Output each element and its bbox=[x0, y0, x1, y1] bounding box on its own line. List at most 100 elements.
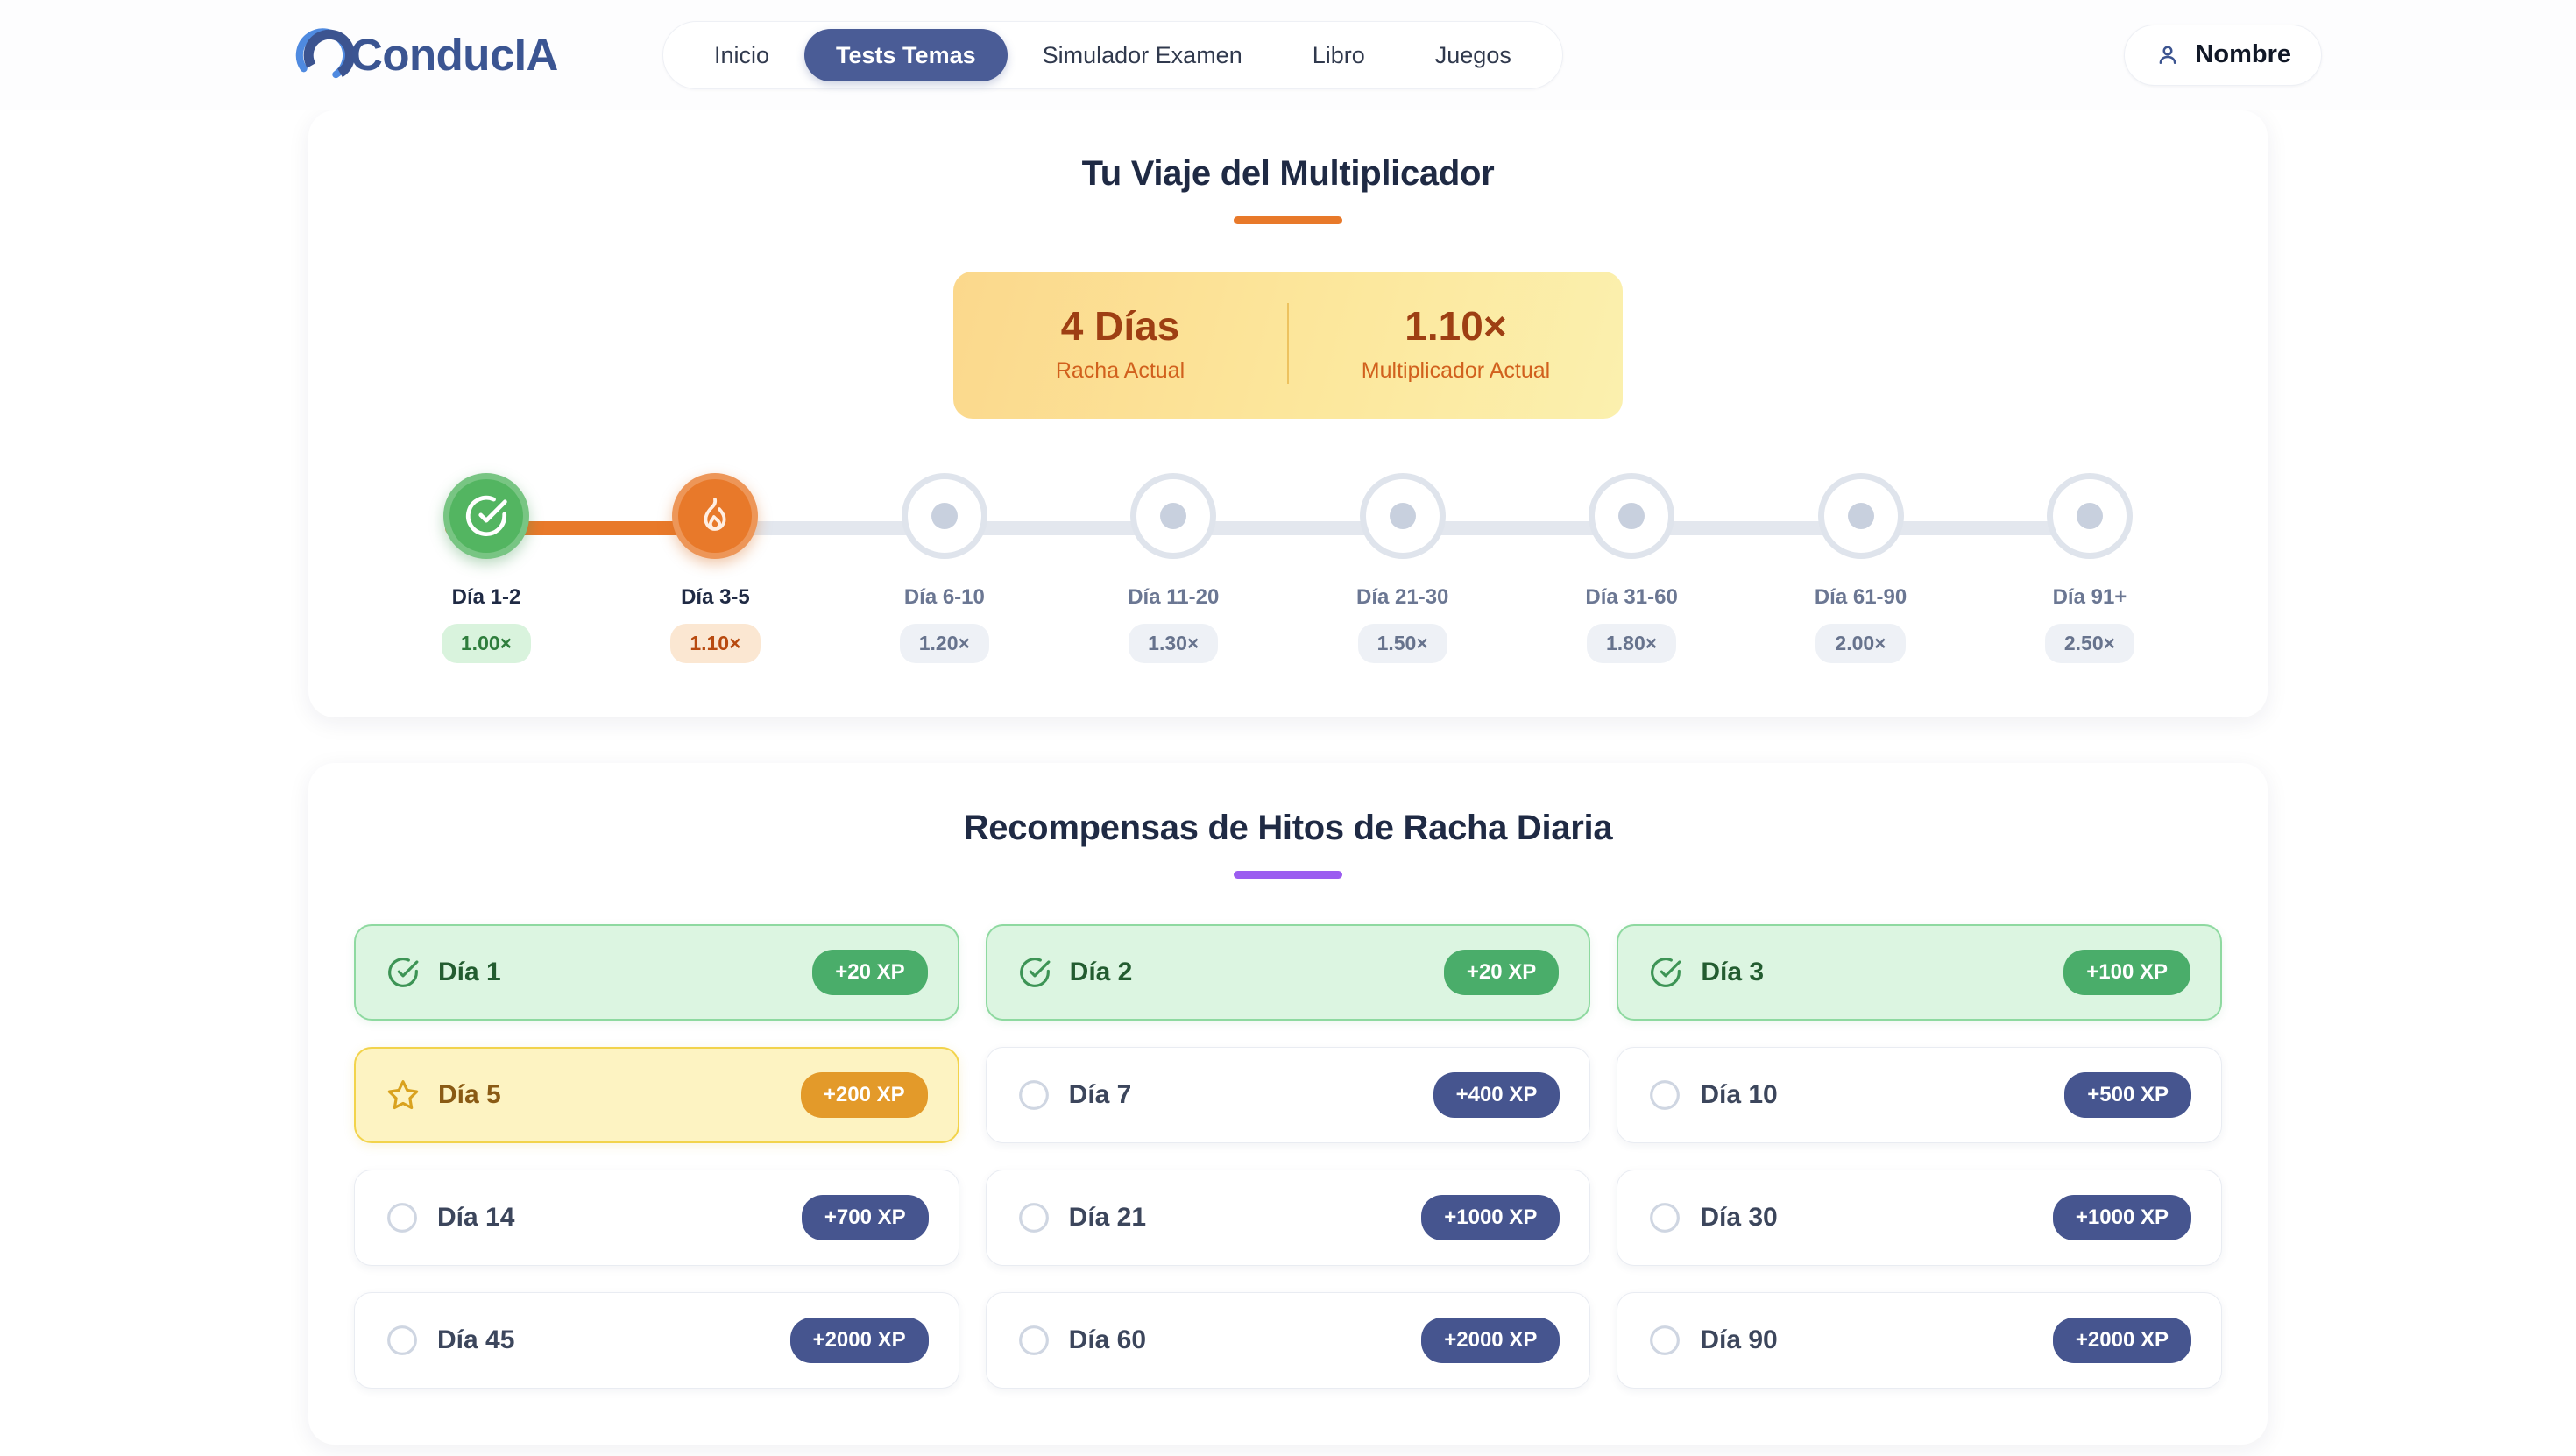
timeline-node-label: Día 31-60 bbox=[1585, 584, 1678, 609]
nav-item-tests-temas[interactable]: Tests Temas bbox=[804, 28, 1008, 81]
reward-xp-badge: +2000 XP bbox=[2052, 1317, 2191, 1363]
timeline-node-badge: 2.50× bbox=[2044, 623, 2135, 663]
conducia-c-logo-icon bbox=[295, 27, 354, 82]
check-circle-icon bbox=[388, 957, 419, 987]
timeline-node-circle bbox=[1359, 472, 1446, 559]
timeline-node-label: Día 21-30 bbox=[1355, 584, 1449, 609]
reward-item-dia-21[interactable]: Día 21 +1000 XP bbox=[985, 1169, 1591, 1266]
main-nav: Inicio Tests Temas Simulador Examen Libr… bbox=[662, 20, 1563, 89]
reward-label: Día 7 bbox=[1068, 1079, 1132, 1109]
reward-label: Día 45 bbox=[437, 1325, 515, 1354]
check-circle-icon bbox=[465, 495, 507, 536]
reward-item-dia-14[interactable]: Día 14 +700 XP bbox=[354, 1169, 959, 1266]
reward-label: Día 30 bbox=[1700, 1202, 1778, 1232]
timeline-node-badge: 1.80× bbox=[1587, 623, 1677, 663]
nav-item-juegos[interactable]: Juegos bbox=[1434, 41, 1511, 68]
timeline-node-circle bbox=[1817, 472, 1904, 559]
circle-icon bbox=[1018, 1079, 1049, 1110]
reward-xp-badge: +2000 XP bbox=[1421, 1317, 1560, 1363]
reward-xp-badge: +500 XP bbox=[2064, 1071, 2191, 1118]
dot-icon bbox=[1389, 502, 1416, 529]
reward-xp-badge: +200 XP bbox=[800, 1071, 928, 1118]
current-multiplier-label: Multiplicador Actual bbox=[1361, 357, 1551, 383]
timeline-node-label: Día 91+ bbox=[2052, 584, 2127, 609]
rewards-title-underline bbox=[1234, 870, 1342, 879]
reward-item-dia-5[interactable]: Día 5 +200 XP bbox=[354, 1046, 959, 1143]
timeline-node-6[interactable]: Día 31-60 1.80× bbox=[1550, 472, 1713, 663]
reward-item-dia-2[interactable]: Día 2 +20 XP bbox=[985, 923, 1591, 1021]
journey-title-underline bbox=[1234, 216, 1342, 224]
reward-xp-badge: +2000 XP bbox=[789, 1317, 929, 1363]
reward-label: Día 5 bbox=[438, 1079, 501, 1109]
timeline-node-2[interactable]: Día 3-5 1.10× bbox=[633, 472, 796, 663]
timeline-node-7[interactable]: Día 61-90 2.00× bbox=[1780, 472, 1943, 663]
reward-item-dia-1[interactable]: Día 1 +20 XP bbox=[354, 923, 959, 1021]
timeline-node-1[interactable]: Día 1-2 1.00× bbox=[405, 472, 568, 663]
timeline-node-label: Día 1-2 bbox=[451, 584, 521, 609]
timeline-node-badge: 1.10× bbox=[670, 623, 761, 663]
nav-item-simulador-examen[interactable]: Simulador Examen bbox=[1042, 41, 1242, 68]
reward-item-dia-3[interactable]: Día 3 +100 XP bbox=[1617, 923, 2222, 1021]
reward-xp-badge: +400 XP bbox=[1433, 1071, 1560, 1118]
flame-icon bbox=[704, 497, 726, 531]
rewards-grid: Día 1 +20 XP Día 2 +20 XP Día 3 +100 XP bbox=[354, 923, 2222, 1389]
reward-item-dia-45[interactable]: Día 45 +2000 XP bbox=[354, 1291, 959, 1389]
reward-xp-badge: +20 XP bbox=[812, 949, 928, 995]
current-streak-value: 4 Días bbox=[1060, 303, 1180, 349]
dot-icon bbox=[1160, 502, 1187, 529]
user-menu-button[interactable]: Nombre bbox=[2124, 24, 2322, 86]
journey-title: Tu Viaje del Multiplicador bbox=[1081, 154, 1495, 193]
reward-xp-badge: +100 XP bbox=[2063, 949, 2190, 995]
brand-logo[interactable]: ConducIA bbox=[289, 23, 558, 88]
circle-icon bbox=[387, 1325, 417, 1355]
user-icon bbox=[2160, 45, 2176, 64]
streak-rewards-card: Recompensas de Hitos de Racha Diaria Día… bbox=[308, 762, 2268, 1445]
timeline-node-5[interactable]: Día 21-30 1.50× bbox=[1321, 472, 1484, 663]
reward-label: Día 1 bbox=[438, 957, 501, 986]
circle-icon bbox=[1650, 1202, 1681, 1233]
reward-item-dia-7[interactable]: Día 7 +400 XP bbox=[985, 1046, 1591, 1143]
multiplier-timeline: Día 1-2 1.00× Día 3-5 1.10× D bbox=[405, 472, 2171, 663]
timeline-node-circle bbox=[1130, 472, 1217, 559]
star-icon bbox=[387, 1079, 419, 1109]
timeline-node-badge: 1.00× bbox=[441, 623, 532, 663]
timeline-track bbox=[445, 520, 2131, 535]
top-navigation-bar: ConducIA Inicio Tests Temas Simulador Ex… bbox=[0, 0, 2576, 110]
reward-item-dia-60[interactable]: Día 60 +2000 XP bbox=[985, 1291, 1591, 1389]
timeline-node-circle bbox=[443, 472, 529, 559]
current-multiplier-stat: 1.10× Multiplicador Actual bbox=[1287, 303, 1623, 384]
multiplier-journey-card: Tu Viaje del Multiplicador 4 Días Racha … bbox=[308, 110, 2268, 717]
circle-icon bbox=[1018, 1325, 1049, 1355]
reward-label: Día 10 bbox=[1700, 1079, 1778, 1109]
reward-item-dia-30[interactable]: Día 30 +1000 XP bbox=[1617, 1169, 2222, 1266]
current-streak-stat: 4 Días Racha Actual bbox=[953, 303, 1287, 384]
reward-label: Día 90 bbox=[1700, 1325, 1778, 1354]
dot-icon bbox=[2076, 502, 2103, 529]
timeline-node-3[interactable]: Día 6-10 1.20× bbox=[863, 472, 1026, 663]
dot-icon bbox=[931, 502, 958, 529]
current-streak-label: Racha Actual bbox=[1055, 357, 1185, 383]
reward-item-dia-90[interactable]: Día 90 +2000 XP bbox=[1617, 1291, 2222, 1389]
reward-label: Día 21 bbox=[1068, 1202, 1147, 1232]
timeline-node-label: Día 61-90 bbox=[1814, 584, 1907, 609]
circle-icon bbox=[1650, 1079, 1681, 1110]
dot-icon bbox=[1847, 502, 1874, 529]
reward-label: Día 14 bbox=[437, 1202, 515, 1232]
nav-item-inicio[interactable]: Inicio bbox=[714, 41, 770, 68]
timeline-node-label: Día 6-10 bbox=[903, 584, 985, 609]
reward-item-dia-10[interactable]: Día 10 +500 XP bbox=[1617, 1046, 2222, 1143]
circle-icon bbox=[387, 1202, 417, 1233]
timeline-node-badge: 1.20× bbox=[899, 623, 989, 663]
nav-item-libro[interactable]: Libro bbox=[1312, 41, 1365, 68]
page-content: Tu Viaje del Multiplicador 4 Días Racha … bbox=[0, 110, 2576, 1445]
reward-xp-badge: +1000 XP bbox=[2052, 1194, 2191, 1240]
timeline-node-8[interactable]: Día 91+ 2.50× bbox=[2008, 472, 2171, 663]
timeline-node-4[interactable]: Día 11-20 1.30× bbox=[1092, 472, 1255, 663]
timeline-node-label: Día 3-5 bbox=[681, 584, 750, 609]
timeline-node-circle bbox=[901, 472, 987, 559]
rewards-title: Recompensas de Hitos de Racha Diaria bbox=[963, 808, 1613, 847]
streak-summary-box: 4 Días Racha Actual 1.10× Multiplicador … bbox=[953, 272, 1623, 419]
reward-label: Día 2 bbox=[1069, 957, 1133, 986]
reward-label: Día 3 bbox=[1701, 957, 1765, 986]
timeline-node-circle bbox=[672, 472, 759, 559]
